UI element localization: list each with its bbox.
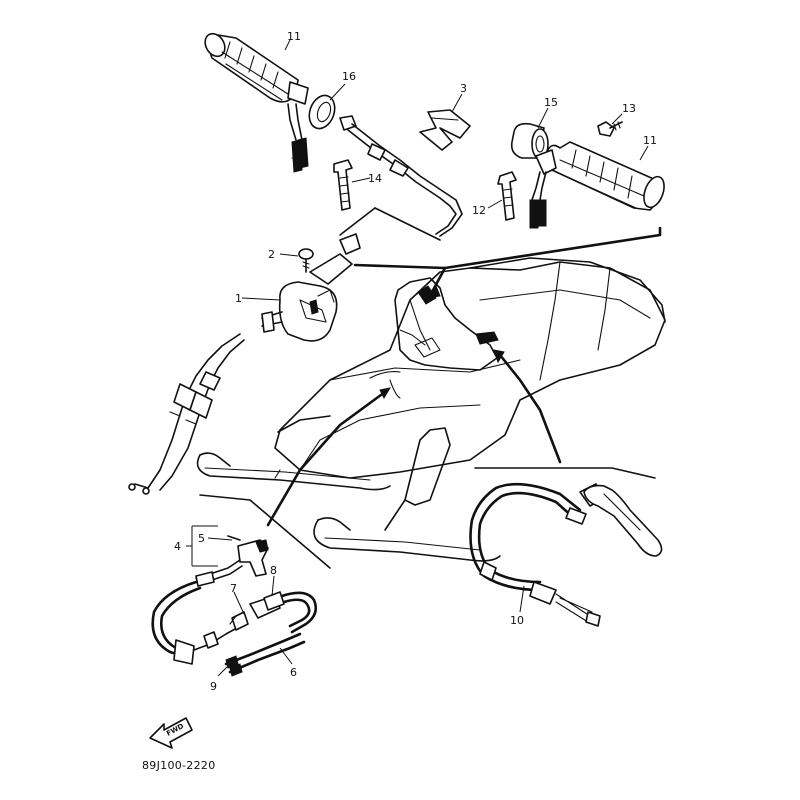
callout-11-left: 11 <box>287 30 301 43</box>
bolt-13 <box>597 121 623 137</box>
fwd-arrow: FWD <box>149 717 193 749</box>
callout-14: 14 <box>368 172 382 185</box>
callout-6: 6 <box>290 666 297 679</box>
ring-16 <box>308 94 336 130</box>
screw-2 <box>298 248 314 273</box>
clamp-14 <box>333 159 353 211</box>
callout-9: 9 <box>210 680 217 693</box>
diagram-code: 89J100-2220 <box>142 759 216 772</box>
callout-numbers: 11 16 3 15 13 11 14 12 2 1 4 5 7 8 9 6 1… <box>174 30 657 693</box>
callout-15: 15 <box>544 96 558 109</box>
brake-cable <box>469 482 605 627</box>
callout-4: 4 <box>174 540 181 553</box>
callout-7: 7 <box>230 582 237 595</box>
grip-left <box>204 32 309 173</box>
throttle-housing <box>261 233 361 342</box>
callout-13: 13 <box>622 102 636 115</box>
snowmobile-body <box>196 257 666 562</box>
grip-right <box>529 141 665 229</box>
throttle-cable-upper <box>339 115 463 241</box>
brake-lever <box>583 484 663 557</box>
callout-leaders <box>186 39 649 677</box>
callout-11-right: 11 <box>643 134 657 147</box>
switch-assembly <box>195 535 269 587</box>
callout-5: 5 <box>198 532 205 545</box>
clamp-12 <box>497 171 517 221</box>
callout-8: 8 <box>270 564 277 577</box>
callout-2: 2 <box>268 248 275 261</box>
clip-3 <box>419 109 471 151</box>
callout-16: 16 <box>342 70 356 83</box>
lower-left-harness <box>151 580 318 677</box>
callout-12: 12 <box>472 204 486 217</box>
left-cables <box>128 333 245 495</box>
callout-1: 1 <box>235 292 242 305</box>
callout-10: 10 <box>510 614 524 627</box>
callout-3: 3 <box>460 82 467 95</box>
leader-arrows <box>199 226 662 569</box>
